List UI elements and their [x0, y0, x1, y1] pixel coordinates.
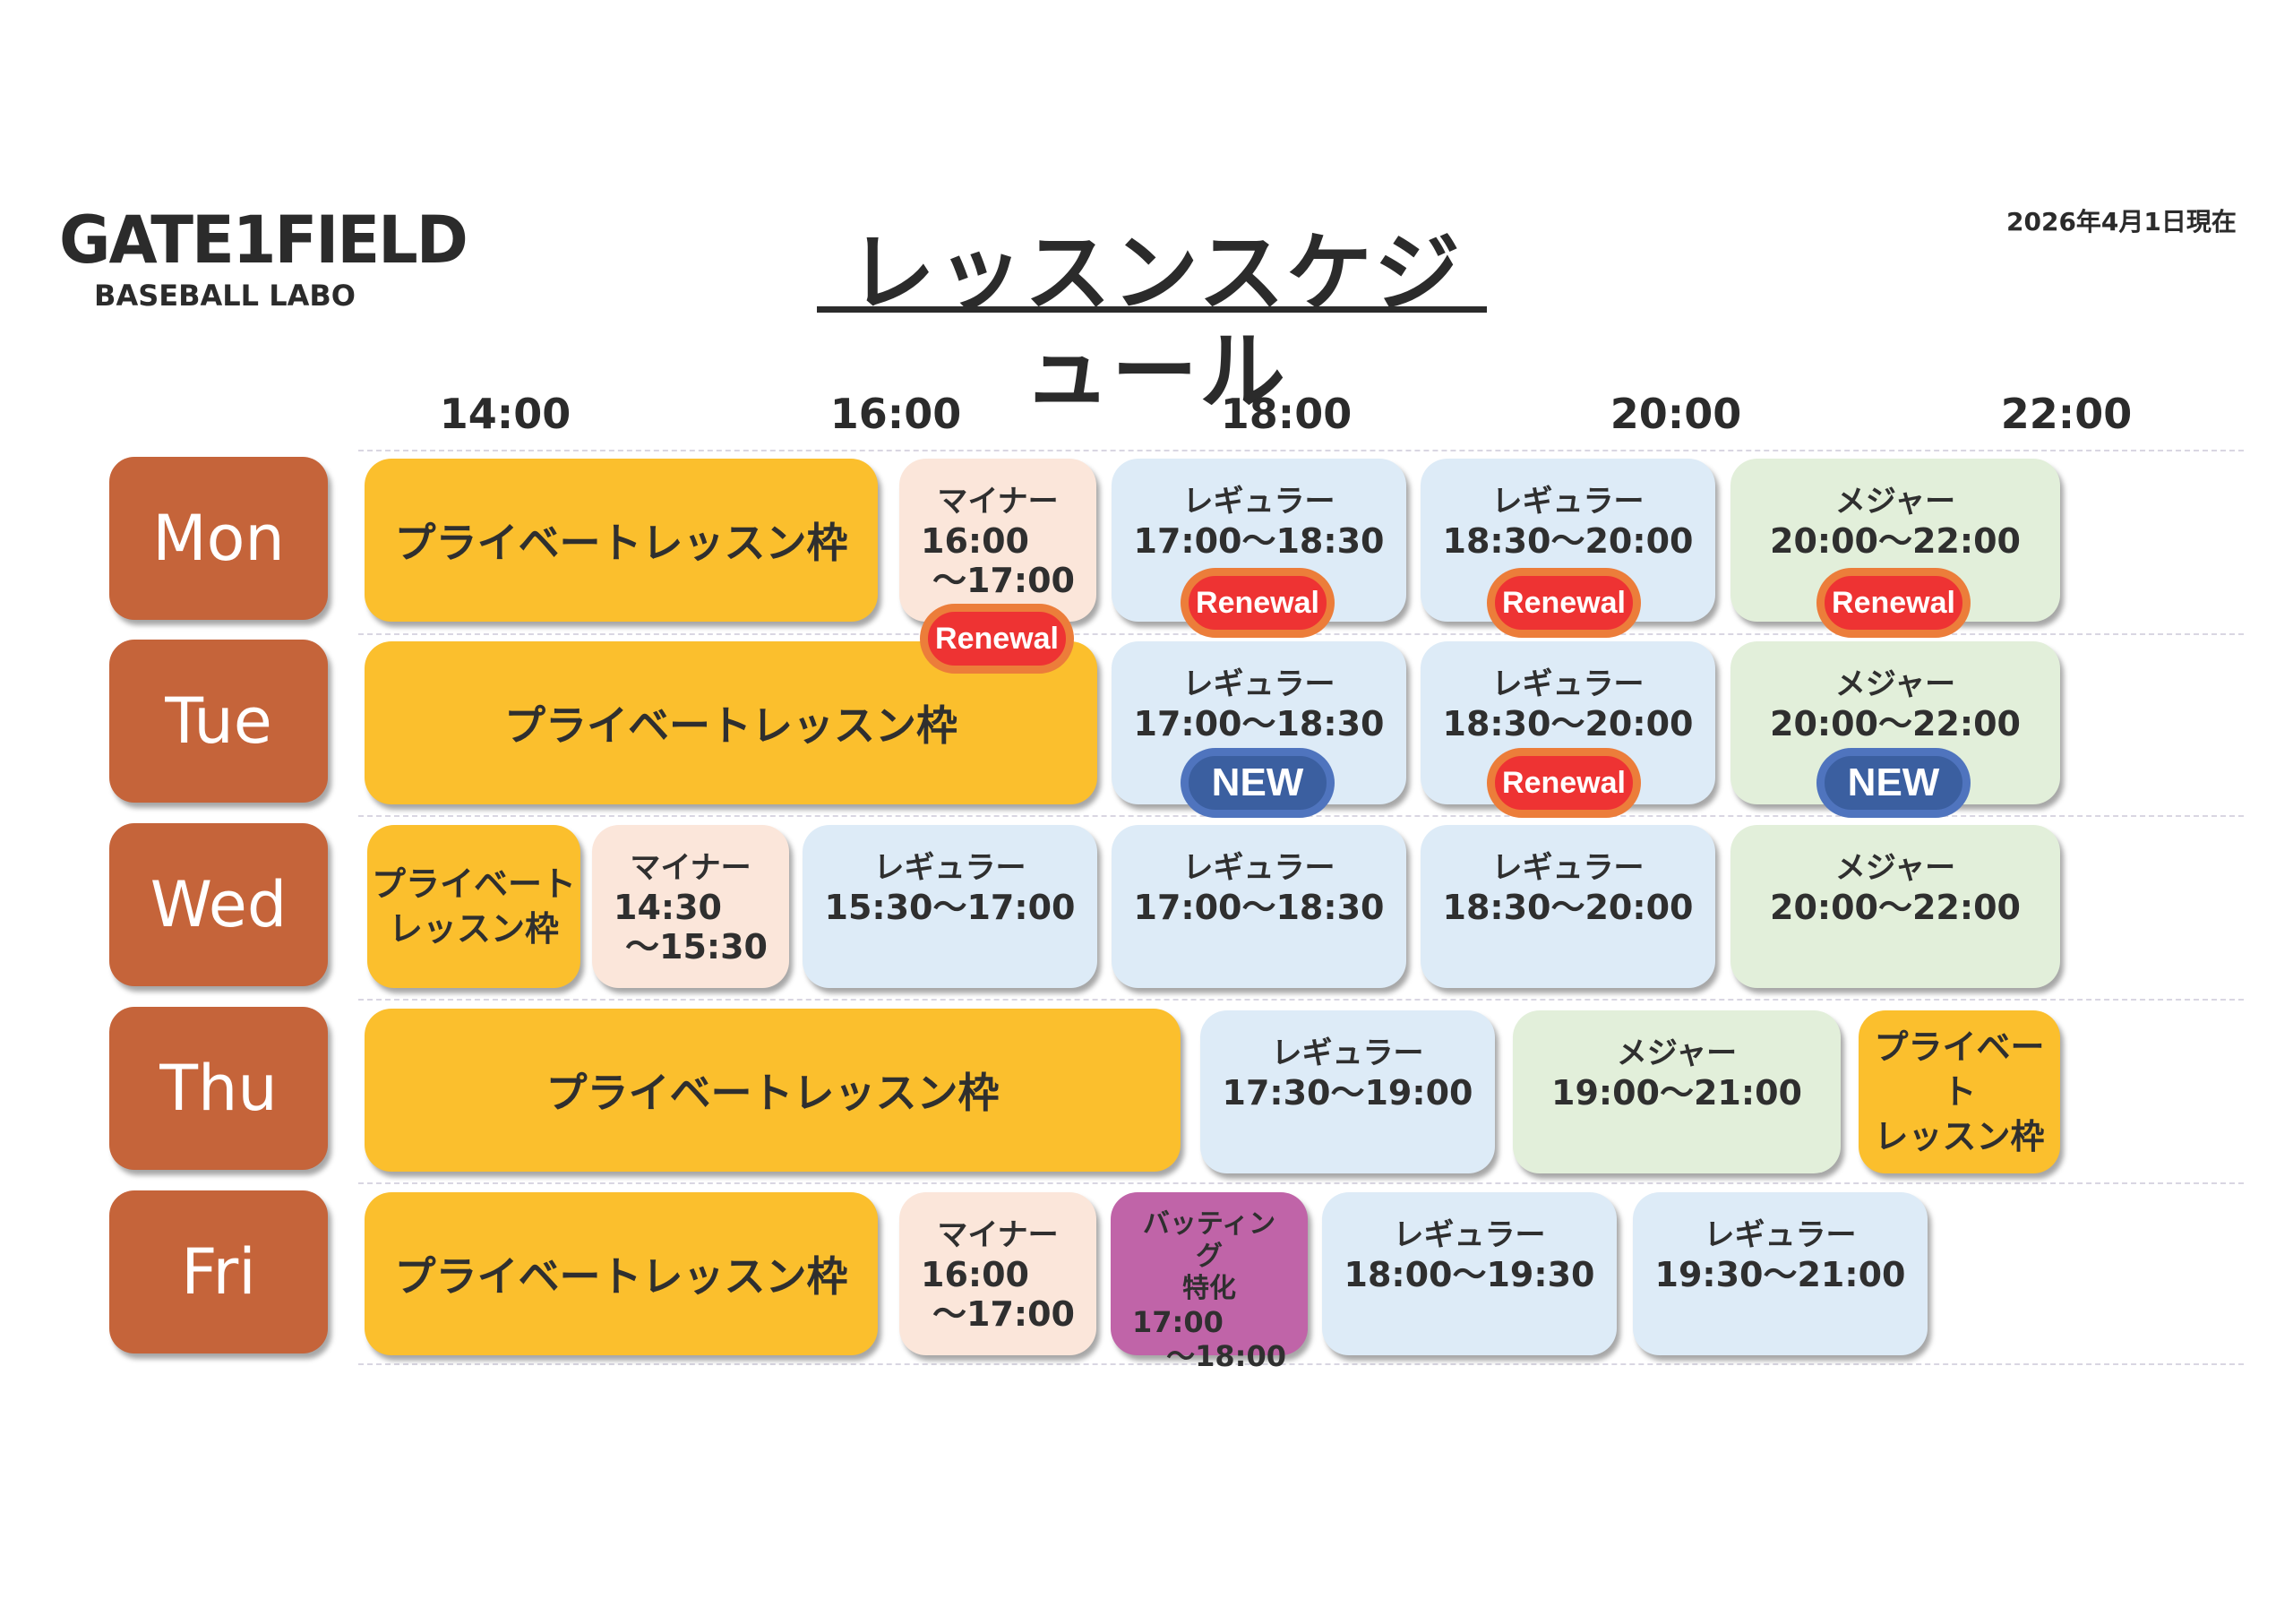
- new-badge: NEW: [1181, 748, 1335, 818]
- lesson-end-time: 〜18:00: [1166, 1339, 1286, 1373]
- lesson-time: 18:30〜20:00: [1442, 704, 1694, 743]
- lesson-block-private[interactable]: プライベートレッスン枠: [365, 1009, 1181, 1172]
- lesson-end-time: 〜17:00: [932, 1294, 1075, 1334]
- lesson-time: 19:30〜21:00: [1654, 1255, 1906, 1294]
- day-label-thu: Thu: [109, 1007, 328, 1170]
- lesson-start-time: 17:00: [1132, 1305, 1224, 1339]
- renewal-badge: Renewal: [1487, 568, 1641, 638]
- hour-label: 18:00: [1220, 390, 1353, 438]
- lesson-time: 15:30〜17:00: [824, 888, 1076, 927]
- renewal-badge: Renewal: [1181, 568, 1335, 638]
- lesson-start-time: 14:30: [614, 888, 722, 927]
- renewal-badge: Renewal: [920, 604, 1074, 674]
- lesson-block-minor[interactable]: マイナー 16:00 〜17:00: [899, 459, 1096, 622]
- lesson-block-regular[interactable]: レギュラー 18:00〜19:30: [1322, 1192, 1617, 1355]
- lesson-name-line2: レッスン枠: [388, 909, 559, 949]
- lesson-name: レギュラー: [1491, 666, 1645, 702]
- lesson-name: プライベートレッスン枠: [394, 519, 848, 567]
- lesson-name-line1: プライベート: [371, 864, 576, 904]
- lesson-name: レギュラー: [1491, 850, 1645, 886]
- lesson-time: 20:00〜22:00: [1770, 521, 2021, 561]
- lesson-block-regular[interactable]: レギュラー 19:30〜21:00: [1633, 1192, 1928, 1355]
- row-separator: [358, 1363, 2244, 1365]
- lesson-block-regular[interactable]: レギュラー 17:30〜19:00: [1200, 1010, 1495, 1173]
- lesson-name: メジャー: [1616, 1035, 1738, 1071]
- lesson-block-regular[interactable]: レギュラー 17:00〜18:30: [1112, 825, 1406, 988]
- lesson-name: マイナー: [630, 850, 751, 886]
- lesson-name: メジャー: [1834, 850, 1956, 886]
- lesson-time: 19:00〜21:00: [1551, 1073, 1802, 1113]
- lesson-block-minor[interactable]: マイナー 14:30 〜15:30: [592, 825, 789, 988]
- row-separator: [358, 450, 2244, 451]
- title-underline: [817, 306, 1487, 313]
- lesson-name-line1: プライベート: [1874, 1027, 2045, 1112]
- lesson-end-time: 〜17:00: [932, 561, 1075, 600]
- day-label-wed: Wed: [109, 823, 328, 986]
- hour-label: 14:00: [439, 390, 571, 438]
- lesson-block-private[interactable]: プライベートレッスン枠: [365, 459, 878, 622]
- lesson-name: レギュラー: [1393, 1217, 1546, 1253]
- lesson-time: 17:00〜18:30: [1133, 888, 1385, 927]
- page-title: レッスンスケジュール: [848, 223, 1463, 422]
- lesson-name-line2: レッスン枠: [1874, 1117, 2045, 1156]
- lesson-name: メジャー: [1834, 484, 1956, 520]
- lesson-time: 17:30〜19:00: [1222, 1073, 1473, 1113]
- row-separator: [358, 1182, 2244, 1184]
- lesson-name-line1: バッティング: [1142, 1208, 1276, 1272]
- lesson-time: 17:00〜18:30: [1133, 704, 1385, 743]
- hour-label: 22:00: [2000, 390, 2133, 438]
- lesson-block-regular[interactable]: レギュラー 17:00〜18:30: [1112, 641, 1406, 804]
- lesson-name: マイナー: [937, 1217, 1059, 1253]
- lesson-block-private[interactable]: プライベートレッスン枠: [365, 1192, 878, 1355]
- lesson-time: 20:00〜22:00: [1770, 888, 2021, 927]
- row-separator: [358, 999, 2244, 1001]
- lesson-end-time: 〜15:30: [625, 927, 768, 967]
- lesson-start-time: 16:00: [921, 1255, 1029, 1294]
- lesson-block-private[interactable]: プライベート レッスン枠: [1859, 1010, 2060, 1173]
- lesson-name: メジャー: [1834, 666, 1956, 702]
- logo-sub-text: BASEBALL LABO: [94, 279, 356, 313]
- new-badge: NEW: [1816, 748, 1971, 818]
- lesson-time: 20:00〜22:00: [1770, 704, 2021, 743]
- lesson-name-line2: 特化: [1182, 1273, 1236, 1304]
- lesson-time: 18:00〜19:30: [1344, 1255, 1595, 1294]
- lesson-block-regular[interactable]: レギュラー 15:30〜17:00: [803, 825, 1097, 988]
- day-label-fri: Fri: [109, 1190, 328, 1353]
- logo-main-text: GATE1FIELD: [59, 201, 468, 279]
- lesson-name: レギュラー: [1704, 1217, 1857, 1253]
- lesson-time: 18:30〜20:00: [1442, 521, 1694, 561]
- day-label-tue: Tue: [109, 640, 328, 803]
- hour-label: 20:00: [1610, 390, 1742, 438]
- brand-logo: GATE1FIELD BASEBALL LABO: [59, 201, 468, 314]
- lesson-name: レギュラー: [1491, 484, 1645, 520]
- lesson-name: レギュラー: [1182, 484, 1335, 520]
- lesson-time: 17:00〜18:30: [1133, 521, 1385, 561]
- renewal-badge: Renewal: [1487, 748, 1641, 818]
- renewal-badge: Renewal: [1816, 568, 1971, 638]
- lesson-block-regular[interactable]: レギュラー 18:30〜20:00: [1421, 825, 1715, 988]
- lesson-name: レギュラー: [1182, 850, 1335, 886]
- lesson-name: プライベートレッスン枠: [545, 1069, 1000, 1117]
- lesson-block-major[interactable]: メジャー 19:00〜21:00: [1513, 1010, 1841, 1173]
- as-of-date: 2026年4月1日現在: [2006, 207, 2237, 236]
- lesson-time: 18:30〜20:00: [1442, 888, 1694, 927]
- lesson-block-batting[interactable]: バッティング 特化 17:00 〜18:00: [1111, 1192, 1308, 1373]
- lesson-name: マイナー: [937, 484, 1059, 520]
- hour-label: 16:00: [829, 390, 962, 438]
- day-label-mon: Mon: [109, 457, 328, 620]
- lesson-block-major[interactable]: メジャー 20:00〜22:00: [1730, 825, 2060, 988]
- lesson-name: レギュラー: [1182, 666, 1335, 702]
- lesson-name: プライベートレッスン枠: [394, 1252, 848, 1301]
- lesson-block-private[interactable]: プライベート レッスン枠: [367, 825, 580, 988]
- lesson-name: レギュラー: [1271, 1035, 1424, 1071]
- lesson-start-time: 16:00: [921, 521, 1029, 561]
- lesson-block-minor[interactable]: マイナー 16:00 〜17:00: [899, 1192, 1096, 1355]
- lesson-name: レギュラー: [873, 850, 1026, 886]
- lesson-name: プライベートレッスン枠: [504, 701, 958, 750]
